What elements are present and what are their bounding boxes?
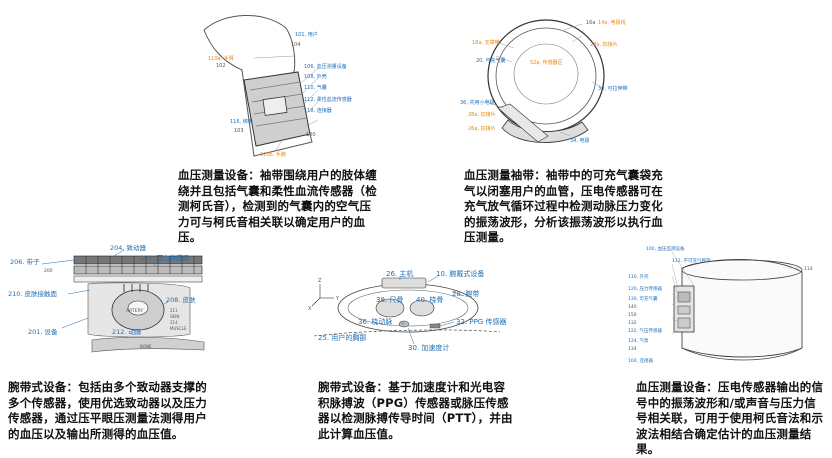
label-106: 106, 血压测量设备 <box>304 63 347 70</box>
label-32: 32. PPG 传感器 <box>456 317 506 326</box>
label-110: 110, 外壳 <box>628 273 649 280</box>
label-104: 104 <box>291 42 301 48</box>
label-211: 211 <box>170 308 178 313</box>
arm-cuff-figure: 101, 用户 104 110a, 手臂 102 106, 血压测量设备 108… <box>194 10 354 160</box>
label-36: 36. 桡动脉 <box>358 317 392 326</box>
label-130: 130, 可充气囊 <box>628 295 658 302</box>
label-134: 134 <box>628 346 637 352</box>
label-140: 140 <box>628 304 637 310</box>
label-20: 20, 可充气囊 <box>476 57 506 64</box>
caption-arm-cuff: 血压测量设备：袖带围绕用户的肢体缠绕并且包括气囊和柔性血流传感器（检测柯氏音），… <box>178 168 377 244</box>
label-208: 208. 皮肤 <box>166 295 196 304</box>
label-26a: 26a, 扣接片 <box>468 125 496 132</box>
label-103: 103 <box>234 128 244 134</box>
wrist-ptt-figure: Z Y X 26. 主机 10. 腕戴式设备 <box>304 262 506 374</box>
wrist-ptt-drawing: Z Y X 26. 主机 10. 腕戴式设备 <box>308 269 506 352</box>
label-25: 25. 用户的胸部 <box>318 333 366 342</box>
label-110b: 110b, 手腕 <box>260 151 286 158</box>
cuff-ring-figure: 16a 14a, 电极线 18a, 支撑带 28a, 扣接片 20, 可充气囊 … <box>452 12 632 158</box>
band-device-figure: 100, 血压监测设备 112, 不可充气腕带 114 110, 外壳 120,… <box>624 238 824 372</box>
axis-x: X <box>308 306 312 312</box>
label-132: 132 <box>628 320 637 326</box>
label-30: 30, 可拉伸带 <box>598 85 628 92</box>
label-100: 100, 血压监测设备 <box>646 245 685 252</box>
label-38: 38. 尺骨 <box>376 296 403 304</box>
label-16a: 16a <box>586 20 595 26</box>
wristband-actuators-figure: 204, 致动器 206. 带子 202. 压力传感器 200 210. 皮肤接… <box>4 238 214 362</box>
label-212: 212. 动脉 <box>112 327 142 336</box>
label-118: 118, 连接器 <box>304 107 332 114</box>
label-206: 206. 带子 <box>10 258 40 266</box>
axis-y: Y <box>335 296 340 302</box>
label-110: 110, 气囊 <box>304 84 327 91</box>
band-device-drawing: 100, 血压监测设备 112, 不可充气腕带 114 110, 外壳 120,… <box>628 245 813 364</box>
label-200: 200 <box>44 268 53 274</box>
label-150: 150 <box>628 312 637 318</box>
label-skin: SKIN <box>170 314 179 319</box>
label-18a: 18a, 支撑带 <box>472 39 500 46</box>
axis-z: Z <box>318 278 322 284</box>
label-114: 114 <box>804 266 813 272</box>
label-28: 28. 腕带 <box>452 289 479 298</box>
wristband-actuators-drawing: 204, 致动器 206. 带子 202. 压力传感器 200 210. 皮肤接… <box>8 243 205 353</box>
label-112: 112, 不可充气腕带 <box>672 257 711 264</box>
label-10: 10. 腕戴式设备 <box>436 269 484 278</box>
caption-wristband-actuators: 腕带式设备：包括由多个致动器支撑的多个传感器，使用优选致动器以及压力传感器，通过… <box>8 380 207 441</box>
label-110a: 110a, 手臂 <box>208 55 234 62</box>
label-101: 101, 用户 <box>295 31 318 38</box>
label-28a-mid: 28a, 扣接片 <box>468 111 496 118</box>
label-214: 214 <box>170 320 178 325</box>
label-124: 124, 气泵 <box>628 337 649 344</box>
label-26: 26. 主机 <box>386 269 413 278</box>
cuff-ring-drawing: 16a 14a, 电极线 18a, 支撑带 28a, 扣接片 20, 可充气囊 … <box>460 19 628 144</box>
label-bone: BONE <box>140 344 152 349</box>
label-201: 201. 设备 <box>28 327 58 336</box>
label-202: 202. 压力传感器 <box>140 253 190 262</box>
label-122: 122, 气压传感器 <box>628 327 662 334</box>
label-108: 108, 外壳 <box>304 73 327 80</box>
caption-band-device: 血压测量设备：压电传感器输出的信号中的振荡波形和/或声音与压力信号相关联，可用于… <box>636 380 824 456</box>
label-34: 34, 电极 <box>570 137 590 144</box>
label-204: 204, 致动器 <box>110 243 147 252</box>
label-36: 36, 共用小电极 <box>460 99 495 106</box>
label-102: 102 <box>216 63 226 69</box>
label-112: 112, 柔性血流传感器 <box>304 96 352 103</box>
caption-cuff-ring: 血压测量袖带：袖带中的可充气囊袋充气以闭塞用户的血管，压电传感器可在充气放气循环… <box>464 168 663 244</box>
label-100: 100 <box>306 132 316 138</box>
label-14a: 14a, 电极线 <box>598 19 626 26</box>
arm-cuff-drawing: 101, 用户 104 110a, 手臂 102 106, 血压测量设备 108… <box>203 15 352 158</box>
label-160: 160, 连接器 <box>628 357 653 364</box>
label-30: 30. 加速度计 <box>408 343 449 352</box>
label-120: 120, 压力传感器 <box>628 285 662 292</box>
label-40: 40. 桡骨 <box>416 295 443 304</box>
label-muscle: MUSCLE <box>170 326 187 331</box>
label-artery: ARTERY <box>126 308 143 314</box>
caption-wrist-ptt: 腕带式设备：基于加速度计和光电容积脉搏波（PPG）传感器或脉压传感器以检测脉搏传… <box>318 380 513 441</box>
label-52a: 52a, 传感器区 <box>530 59 563 66</box>
label-28a-top: 28a, 扣接片 <box>590 41 618 48</box>
label-210: 210. 皮肤接触面 <box>8 289 58 298</box>
label-116: 116, 绑带 <box>230 118 253 125</box>
